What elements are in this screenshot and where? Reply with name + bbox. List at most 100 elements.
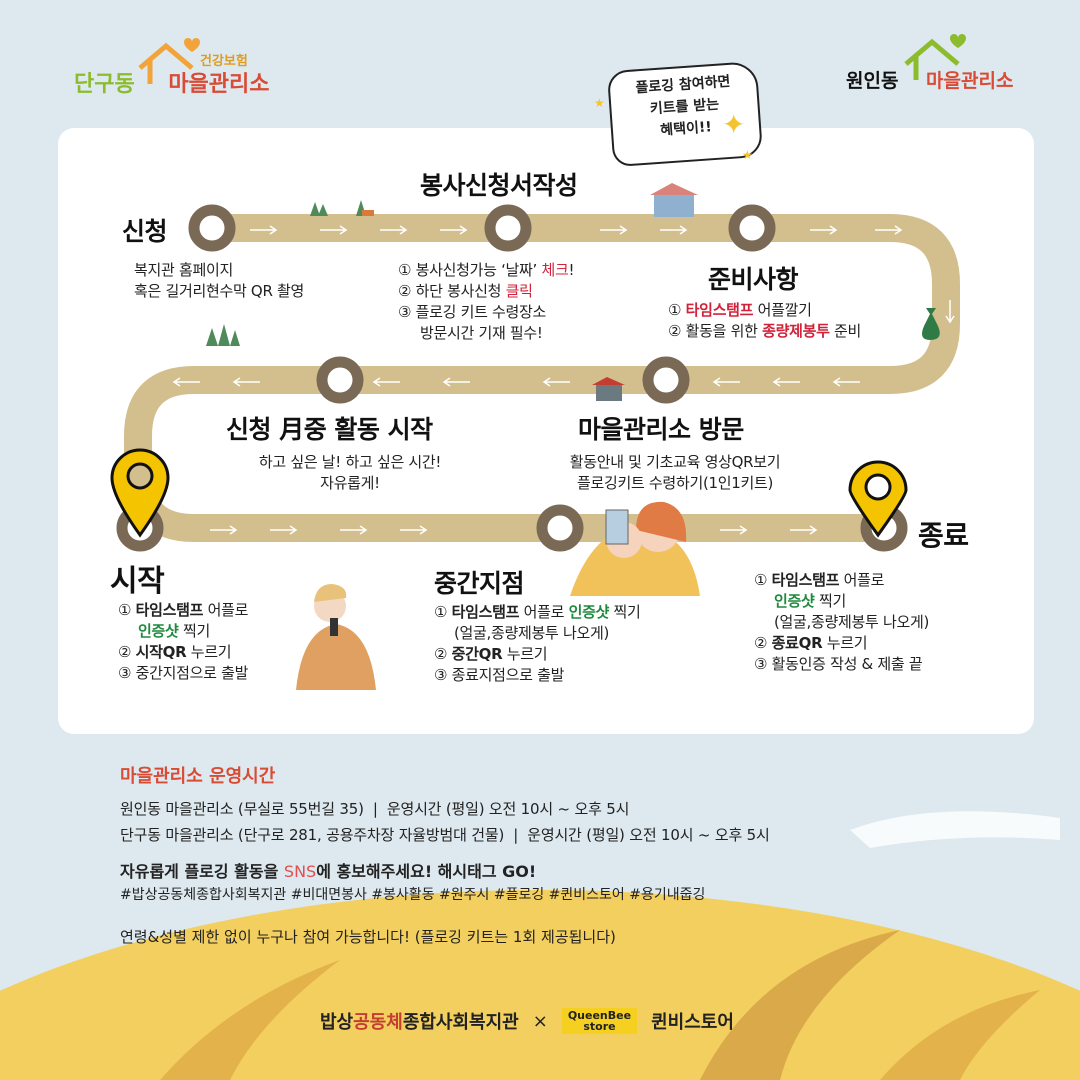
step-form-title: 봉사신청서작성 [420,171,578,200]
step-apply-desc: 복지관 홈페이지 혹은 길거리현수막 QR 촬영 [134,260,304,302]
hours-dangu: 단구동 마을관리소 (단구로 281, 공용주차장 자율방범대 건물) | 운영… [120,826,770,844]
prep-line-1: ① 타임스탬프 어플깔기 [668,300,861,321]
start-qr-label: 시작QR [135,643,187,661]
wonin-village-logo: 원인동 마을관리소 [846,34,1014,93]
step-mid-title: 중간지점 [434,569,525,598]
eligibility-notice: 연령&성별 제한 없이 누구나 참여 가능합니다! (플로깅 키트는 1회 제공… [120,928,616,946]
welfare-center-logo: 밥상공동체종합사회복지관 [320,1008,519,1034]
form-line-2: ② 하단 봉사신청 클릭 [398,281,574,302]
form-line-4: 방문시간 기재 필수! [420,324,543,342]
hours-wonin: 원인동 마을관리소 (무실로 55번길 35) | 운영시간 (평일) 오전 1… [120,800,630,818]
qb-bottom: store [583,1020,616,1033]
month-line-2: 자유롭게! [320,474,380,492]
text: ② [434,645,452,663]
step-mid-desc: ① 타임스탬프 어플로 인증샷 찍기 (얼굴,종량제봉투 나오게) ② 중간QR… [434,602,641,686]
visit-line-1: 활동안내 및 기초교육 영상QR보기 [569,453,781,471]
dangu-dong-label: 단구동 [74,72,135,97]
apply-line-2: 혹은 길거리현수막 QR 촬영 [134,282,305,300]
house-heart-icon [138,38,200,84]
text: ① [118,601,136,619]
step-month-title: 신청 月중 활동 시작 [226,415,433,444]
text: 찍기 [178,622,210,640]
prep-line-2: ② 활동을 위한 종량제봉투 준비 [668,321,861,342]
text: ① [434,603,452,621]
queenbee-logo: QueenBee store [561,1008,638,1034]
step-end-title: 종료 [918,519,969,552]
step-prep-title: 준비사항 [708,265,799,294]
text: ② 활동을 위한 [668,322,763,340]
start-line-4: ③ 중간지점으로 출발 [118,664,249,682]
collab-x: × [532,1010,548,1032]
end-line-4: ② 종료QR 누르기 [754,633,929,654]
step-month-desc: 하고 싶은 날! 하고 싶은 시간! 자유롭게! [230,452,470,494]
hours-title: 마을관리소 운영시간 [120,766,276,787]
end-line-5: ③ 활동인증 작성 & 제출 끝 [754,655,923,673]
end-line-3: (얼굴,종량제봉투 나오게) [774,613,930,631]
text: 밥상 [320,1012,354,1033]
form-line-3: ③ 플로깅 키트 수령장소 [398,303,547,321]
step-start-desc: ① 타임스탬프 어플로 인증샷 찍기 ② 시작QR 누르기 ③ 중간지점으로 출… [118,600,248,684]
start-pin-icon [110,448,170,538]
house-heart-icon [904,34,966,80]
mid-line-3: ② 중간QR 누르기 [434,644,641,665]
mid-line-2: (얼굴,종량제봉투 나오게) [454,624,610,642]
health-insurance-label: 건강보험 [200,54,248,69]
sparkle-icon: ★ [742,148,753,162]
step-start-title: 시작 [110,564,165,599]
step-form-desc: ① 봉사신청가능 ‘날짜’ 체크! ② 하단 봉사신청 클릭 ③ 플로깅 키트 … [398,260,575,344]
qb-top: QueenBee [567,1009,632,1022]
start-line-2: 인증샷 찍기 [118,621,248,642]
hashtags: #밥상공동체종합사회복지관 #비대면봉사 #봉사활동 #원주시 #플로깅 #퀸비… [120,887,706,903]
start-line-3: ② 시작QR 누르기 [118,642,248,663]
village-office-label: 마을관리소 [926,70,1014,92]
text: 어플로 [203,601,249,619]
end-pin-icon [848,460,908,538]
text: 누르기 [502,645,548,663]
timestamp-label: 타임스탬프 [451,603,520,621]
text: 어플로 [519,603,569,621]
mid-line-4: ③ 종료지점으로 출발 [434,666,565,684]
text: ② [754,634,772,652]
women-selfie-illustration [570,501,700,596]
text: ! [568,261,575,279]
mid-qr-label: 중간QR [451,645,503,663]
apply-line: 혹은 길거리현수막 QR 촬영 [134,281,304,302]
end-qr-label: 종료QR [771,634,823,652]
text: ② 하단 봉사신청 [398,282,506,300]
selfie-highlight: 인증샷 [568,603,610,621]
sns-highlight: SNS [283,862,317,881]
month-line-1: 하고 싶은 날! 하고 싶은 시간! [258,453,442,471]
footer-sponsors: 밥상공동체종합사회복지관 × QueenBee store 퀸비스토어 [320,1008,734,1034]
dangu-village-logo: 건강보험 단구동 마을관리소 [74,38,270,98]
text: 에 홍보해주세요! 해시태그 GO! [316,862,537,881]
text: ② [118,643,136,661]
end-line-2: 인증샷 찍기 [754,591,929,612]
timestamp-label: 타임스탬프 [135,601,204,619]
man-selfie-illustration [296,584,376,690]
selfie-highlight: 인증샷 [138,622,179,640]
text: ① [668,301,686,319]
form-line-1: ① 봉사신청가능 ‘날짜’ 체크! [398,260,575,281]
visit-line-2: 플로깅키트 수령하기(1인1키트) [576,474,774,492]
sparkle-icon: ✦ [722,108,746,141]
village-office-label: 마을관리소 [168,72,270,97]
step-prep-desc: ① 타임스탬프 어플깔기 ② 활동을 위한 종량제봉투 준비 [668,300,861,342]
timestamp-label: 타임스탬프 [771,571,840,589]
check-highlight: 체크 [541,261,569,279]
apply-line: 복지관 홈페이지 [134,261,233,279]
text: 찍기 [814,592,846,610]
timestamp-highlight: 타임스탬프 [685,301,754,319]
end-line-1: ① 타임스탬프 어플로 [754,570,929,591]
click-highlight: 클릭 [505,282,533,300]
text: ① 봉사신청가능 ‘날짜’ [398,261,542,279]
queenbee-store-name: 퀸비스토어 [651,1012,734,1033]
text: 종합사회복지관 [402,1012,519,1033]
start-line-1: ① 타임스탬프 어플로 [118,600,248,621]
trash-bag-icon [922,308,940,340]
trash-bag-highlight: 종량제봉투 [762,322,830,340]
text: 찍기 [609,603,641,621]
text: 누르기 [186,643,232,661]
text: ① [754,571,772,589]
house-illustration [592,183,698,401]
